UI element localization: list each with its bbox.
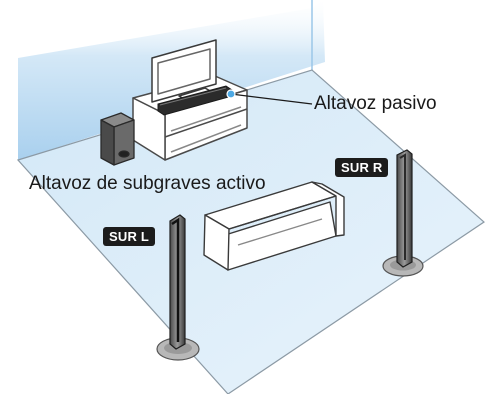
surround-left-speaker [156,214,200,361]
passive-speaker-label: Altavoz pasivo [314,93,437,114]
surround-right-speaker [382,149,424,277]
surround-left-badge: SUR L [103,227,155,246]
subwoofer [100,112,135,166]
pointer-dot [226,89,236,99]
surround-right-badge: SUR R [335,158,389,177]
sofa [203,181,345,271]
passive-speaker-pointer [230,93,313,105]
active-subwoofer-label: Altavoz de subgraves activo [29,173,266,194]
